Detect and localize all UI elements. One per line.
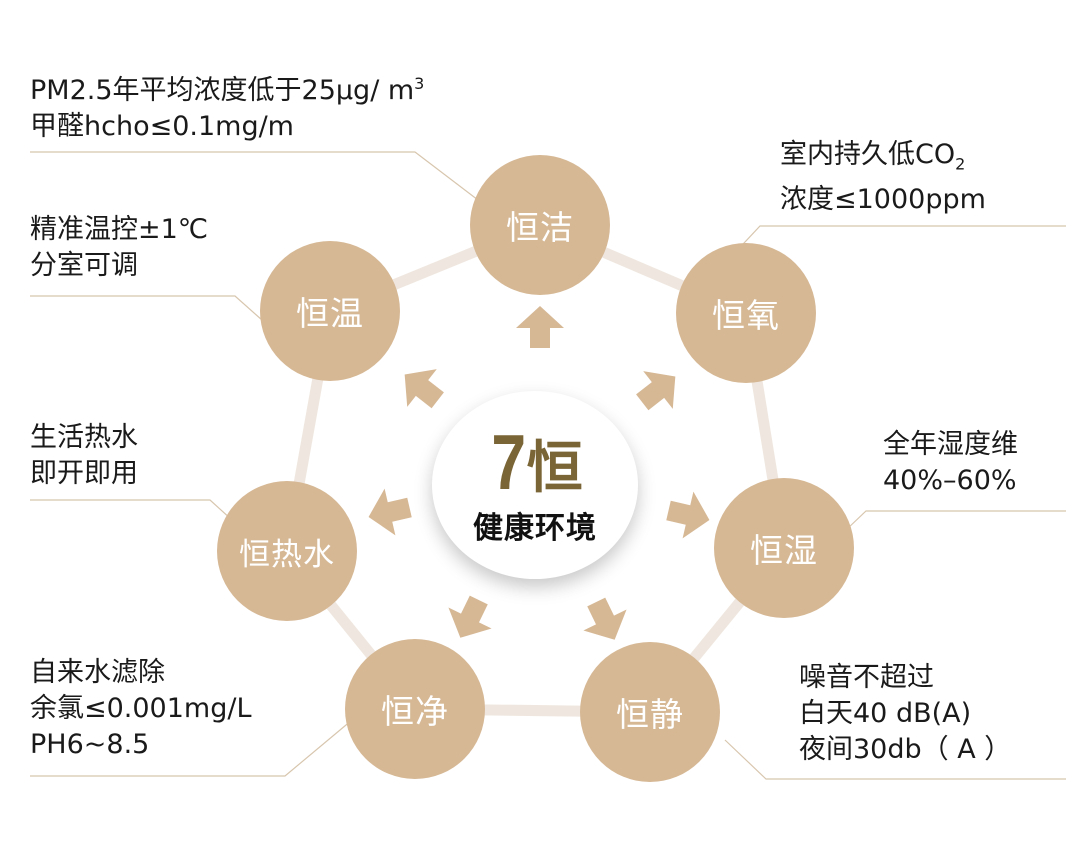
label-line: PM2.5年平均浓度低于25μg/ m bbox=[30, 75, 415, 106]
center-char: 恒 bbox=[526, 436, 583, 501]
label-pure: 自来水滤除 余氯≤0.001mg/L PH6~8.5 bbox=[30, 655, 252, 763]
label-line: 余氯≤0.001mg/L bbox=[30, 693, 252, 724]
arrow-left-icon bbox=[368, 488, 412, 536]
label-temperature: 精准温控±1℃ 分室可调 bbox=[30, 212, 208, 284]
label-line: PH6~8.5 bbox=[30, 729, 150, 760]
leader-lines bbox=[30, 151, 1066, 780]
label-clean: PM2.5年平均浓度低于25μg/ m3 甲醛hcho≤0.1mg/m bbox=[30, 66, 424, 145]
superscript: 3 bbox=[414, 74, 425, 93]
label-oxygen: 室内持久低CO2 浓度≤1000ppm bbox=[780, 137, 986, 218]
label-line: 全年湿度维 bbox=[883, 429, 1018, 460]
node-hotwater: 恒热水 bbox=[217, 481, 357, 621]
node-quiet: 恒静 bbox=[580, 642, 720, 782]
label-line: 即开即用 bbox=[30, 458, 138, 489]
arrow-downleft-icon bbox=[448, 595, 492, 638]
label-line: 白天40 dB(A) bbox=[799, 698, 972, 729]
arrow-downright-icon bbox=[583, 597, 627, 640]
label-line: 噪音不超过 bbox=[799, 662, 934, 693]
center-badge: 7 恒 健康环境 bbox=[432, 391, 638, 579]
arrow-upleft-icon bbox=[404, 369, 444, 409]
arrows bbox=[368, 306, 710, 640]
node-label: 恒氧 bbox=[712, 296, 780, 335]
arrow-right-icon bbox=[666, 491, 710, 539]
node-temperature: 恒温 bbox=[260, 241, 400, 381]
label-line: 夜间30db（ A ） bbox=[799, 734, 1012, 765]
arrow-upright-icon bbox=[636, 371, 676, 411]
label-line: 甲醛hcho≤0.1mg/m bbox=[30, 111, 294, 142]
node-label: 恒热水 bbox=[239, 536, 335, 573]
node-humidity: 恒湿 bbox=[714, 478, 854, 618]
node-label: 恒净 bbox=[381, 692, 449, 731]
node-label: 恒洁 bbox=[506, 208, 574, 247]
node-label: 恒静 bbox=[616, 695, 684, 734]
node-clean: 恒洁 bbox=[470, 155, 610, 295]
center-number: 7 bbox=[491, 418, 527, 506]
center-subtitle: 健康环境 bbox=[473, 511, 597, 546]
label-line: 浓度≤1000ppm bbox=[780, 184, 986, 216]
label-line: 生活热水 bbox=[30, 422, 138, 453]
label-line: 40%–60% bbox=[883, 465, 1017, 496]
node-label: 恒温 bbox=[296, 294, 364, 333]
center-title: 7 恒 bbox=[487, 418, 583, 506]
arrow-up-icon bbox=[516, 306, 564, 348]
label-humidity: 全年湿度维 40%–60% bbox=[883, 427, 1018, 499]
label-line: 分室可调 bbox=[30, 250, 138, 281]
label-quiet: 噪音不超过 白天40 dB(A) 夜间30db（ A ） bbox=[799, 660, 1011, 768]
node-oxygen: 恒氧 bbox=[676, 243, 816, 383]
label-line: 室内持久低CO bbox=[780, 139, 956, 170]
node-pure: 恒净 bbox=[345, 639, 485, 779]
label-line: 精准温控±1℃ bbox=[30, 214, 209, 245]
label-hotwater: 生活热水 即开即用 bbox=[30, 420, 138, 492]
label-line: 自来水滤除 bbox=[30, 657, 165, 688]
subscript: 2 bbox=[955, 154, 966, 174]
node-label: 恒湿 bbox=[750, 531, 818, 570]
